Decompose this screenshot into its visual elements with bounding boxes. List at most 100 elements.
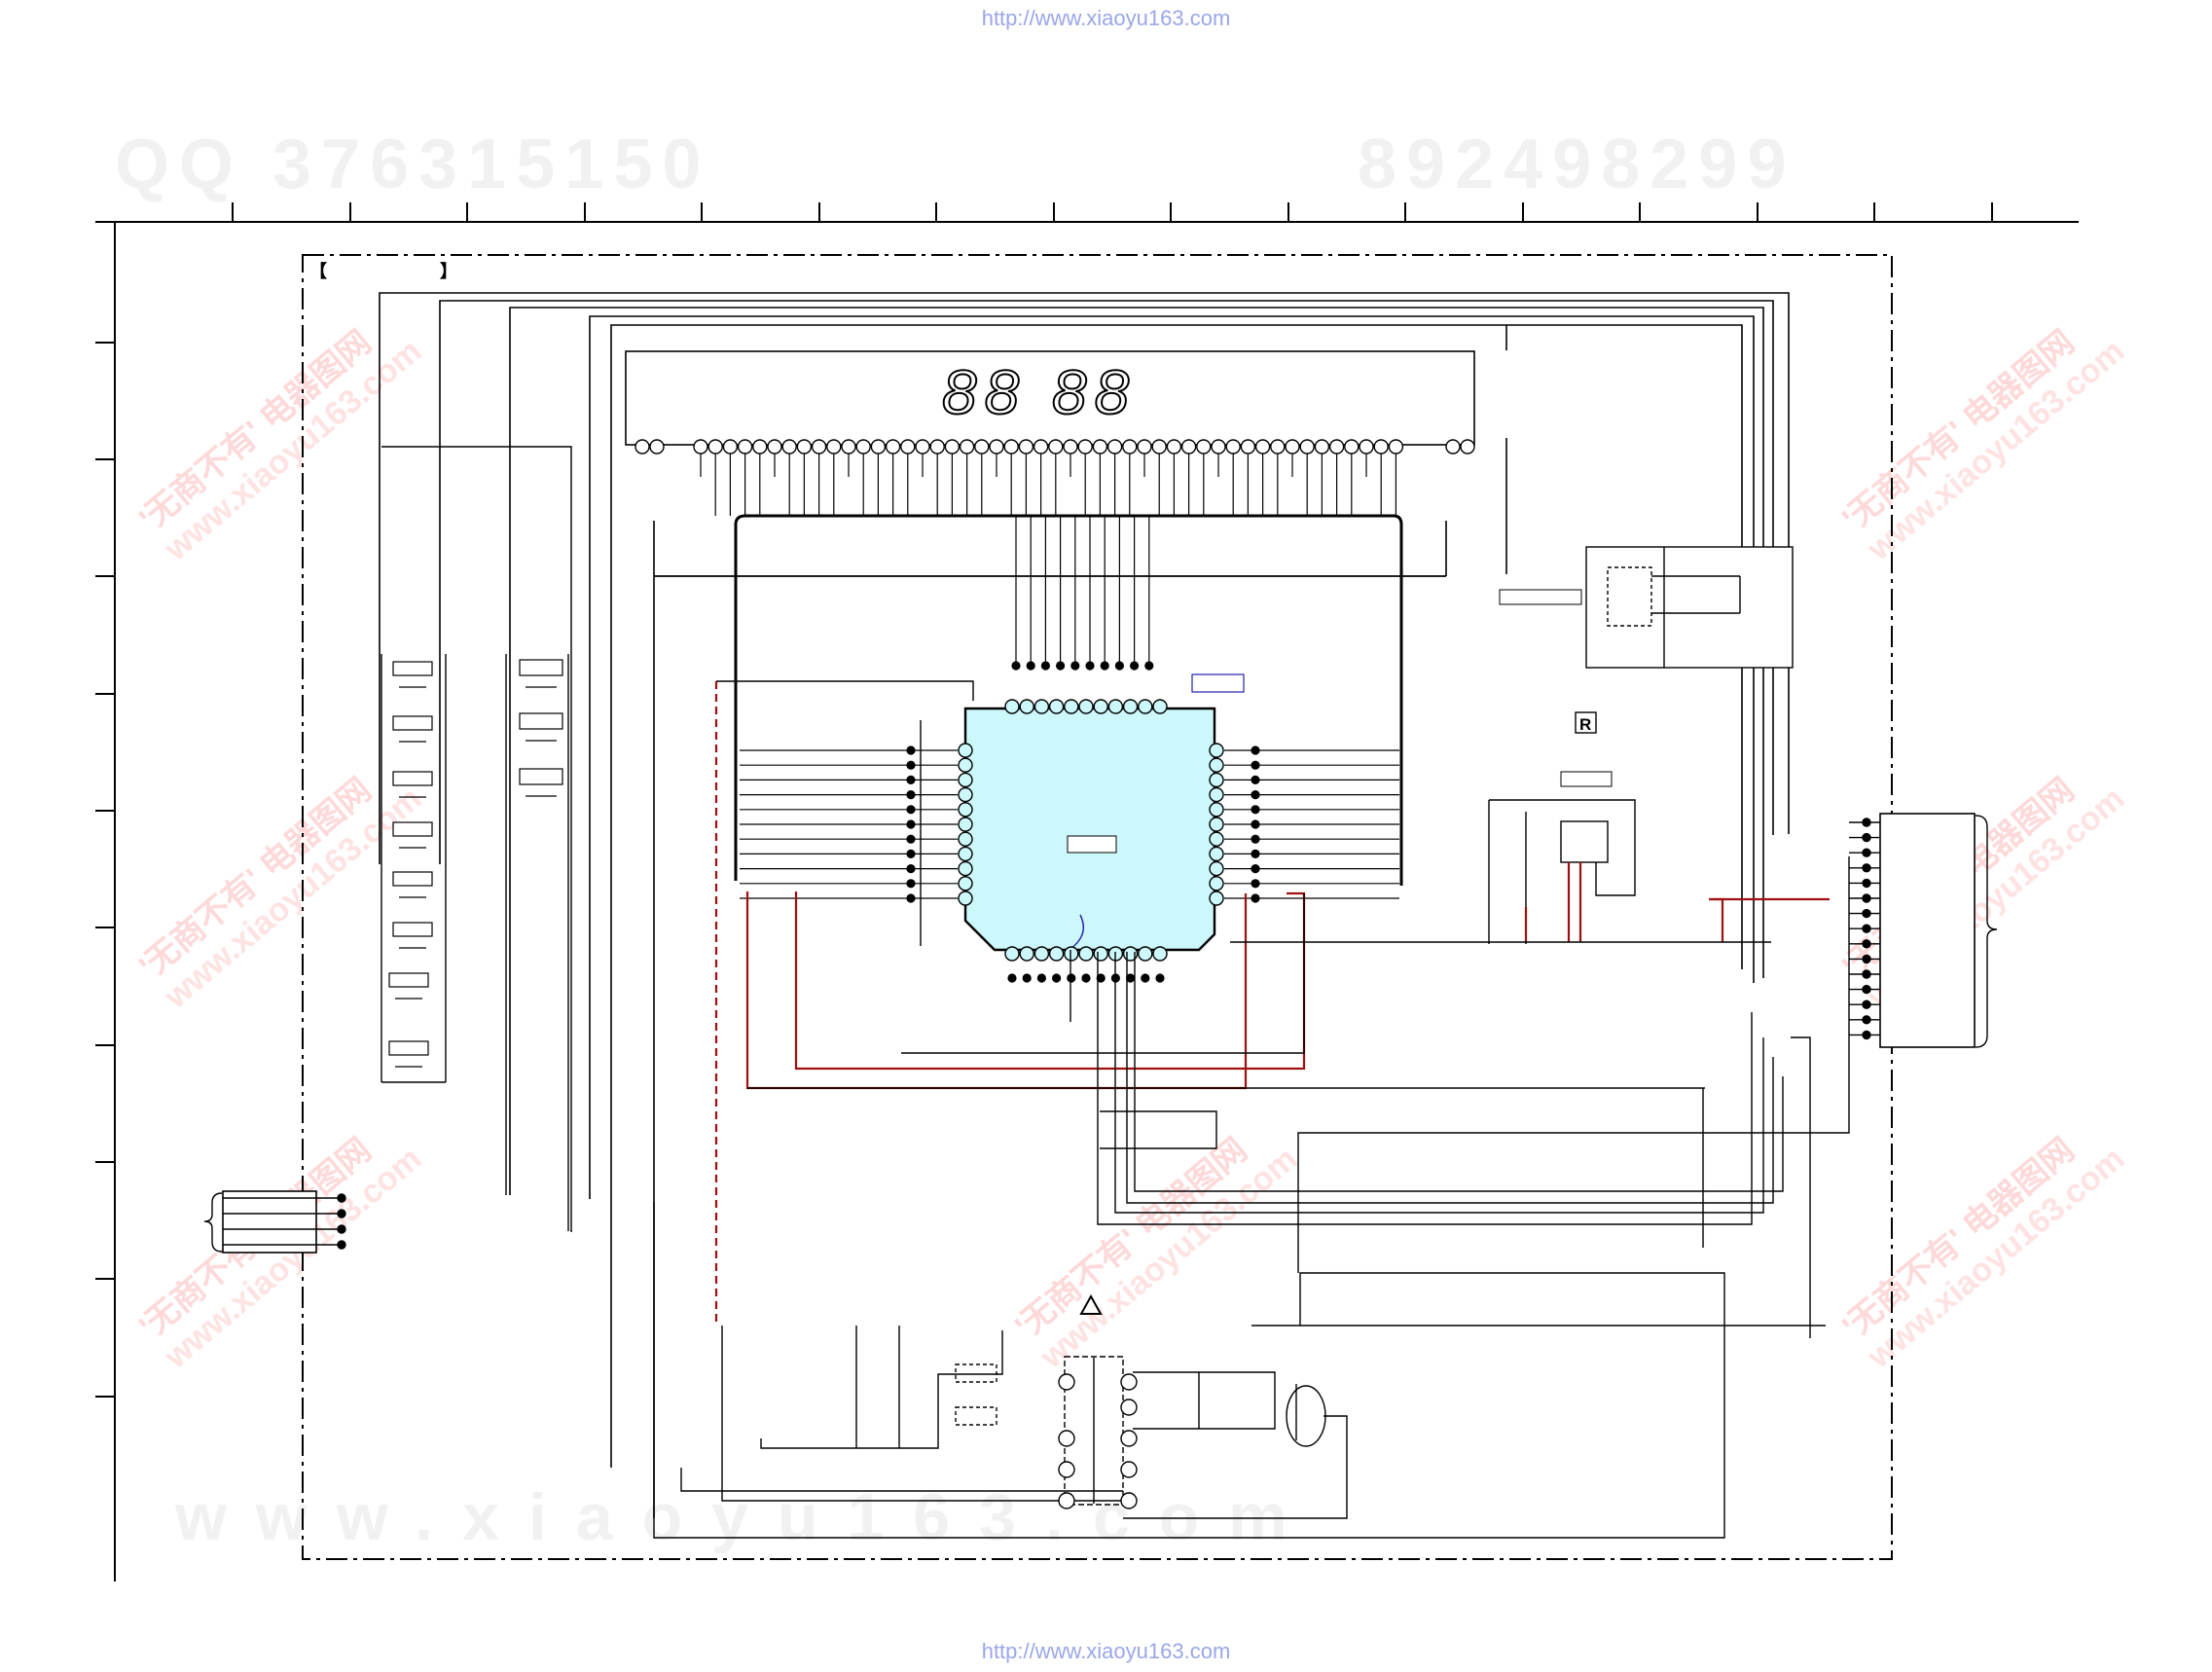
ic-pin: [1138, 699, 1153, 714]
ic-pin: [1004, 699, 1020, 714]
warning-triangle: [1079, 1293, 1103, 1315]
display-pin: [959, 439, 975, 454]
key-switches: [388, 659, 563, 1068]
ic-pins: [958, 699, 1224, 962]
key-switch: [519, 768, 563, 785]
remote-sensor-block: [1488, 771, 1636, 944]
transformer-pin: [1120, 1492, 1138, 1509]
display-pin: [1180, 439, 1197, 454]
misc-wiring: [654, 575, 1850, 1338]
display-pin: [737, 439, 753, 454]
display-pin: [826, 439, 842, 454]
ic-pin: [1019, 699, 1034, 714]
display-pin: [635, 439, 650, 454]
ic-pin: [958, 757, 973, 773]
display-pin: [1344, 439, 1360, 454]
junction-dot: [1862, 1030, 1871, 1040]
encoder-label-box: [1499, 589, 1582, 605]
junction-dot: [1055, 661, 1066, 671]
key-switch: [392, 661, 433, 676]
ic-pin: [1209, 817, 1224, 832]
display-pin: [1018, 439, 1034, 454]
ic-pin: [1209, 772, 1224, 788]
key-matrix: [381, 446, 572, 1232]
source-url-top[interactable]: http://www.xiaoyu163.com: [981, 6, 1231, 30]
display-pin: [752, 439, 768, 454]
ic-pin: [1152, 699, 1168, 714]
ic-label-box: [1067, 835, 1117, 854]
display-pin: [929, 439, 945, 454]
key-switch: [388, 1040, 429, 1056]
frame-ruler: [95, 221, 2079, 1581]
junction-dot: [1862, 878, 1871, 889]
ic-pin: [1209, 831, 1224, 847]
ic-pin: [1019, 946, 1034, 962]
ic-pin: [1033, 699, 1050, 714]
ic-pin: [1093, 946, 1108, 962]
ic-ref-box: [1191, 673, 1245, 693]
red-traces: [714, 681, 1830, 1324]
display-pin: [1299, 439, 1315, 454]
junction-dot: [1011, 661, 1021, 671]
ic-pin: [1064, 946, 1079, 962]
junction-dot: [1862, 832, 1871, 843]
display-pin: [1373, 439, 1389, 454]
display-pin: [781, 439, 797, 454]
ic-pin: [1004, 946, 1020, 962]
source-url-bottom[interactable]: http://www.xiaoyu163.com: [981, 1639, 1231, 1663]
junction-dot: [1081, 973, 1091, 983]
display-pin: [693, 439, 708, 454]
display-pin-row: [635, 439, 1475, 454]
display-pin: [1445, 439, 1461, 454]
junction-dot: [1141, 973, 1150, 983]
ic-pin: [1033, 946, 1050, 962]
display-pin: [841, 439, 856, 454]
bracket-left: 【: [309, 262, 327, 281]
ic-leads: [740, 745, 1399, 983]
junction-dot: [337, 1240, 346, 1250]
transformer-pin: [1120, 1399, 1138, 1416]
display-pin: [811, 439, 827, 454]
ic-pin: [1209, 860, 1224, 877]
ic-pin: [1048, 946, 1065, 962]
display-pin: [1003, 439, 1019, 454]
ic-pin: [958, 786, 973, 803]
junction-dot: [1862, 1015, 1871, 1025]
ic-pin: [1209, 802, 1224, 818]
ic-pin: [1078, 946, 1094, 962]
watermark-qq: QQ 376315150: [115, 126, 711, 203]
display-pin: [1254, 439, 1271, 454]
recycle-mark: R: [1575, 711, 1597, 734]
junction-dot: [1051, 973, 1062, 983]
display-pin: [1211, 439, 1226, 454]
power-supply: [653, 1202, 1826, 1539]
ic-pin: [1209, 786, 1224, 803]
key-switch: [388, 972, 429, 988]
display-pin: [722, 439, 739, 454]
key-switch: [519, 712, 563, 730]
display-pin: [707, 439, 723, 454]
display-pin: [989, 439, 1004, 454]
display-pin: [1166, 439, 1182, 454]
junction-dot: [1862, 863, 1871, 873]
junction-dot: [1100, 661, 1109, 671]
junction-dot: [1026, 661, 1035, 671]
display-pin: [1063, 439, 1078, 454]
display-pin: [870, 439, 887, 454]
display-pin: [1092, 439, 1108, 454]
display-pin: [855, 439, 871, 454]
key-switch: [392, 922, 433, 937]
ic-pin: [958, 817, 973, 832]
ic-pin: [1122, 699, 1139, 714]
ic-pin: [1107, 699, 1124, 714]
junction-dot: [1085, 661, 1095, 671]
junction-dot: [337, 1193, 346, 1203]
ic-pin: [1138, 946, 1153, 962]
grid-bus: [734, 514, 1403, 886]
ic-pin: [958, 802, 973, 818]
ic-pin: [958, 743, 973, 758]
watermark-tel: 892498299: [1358, 126, 1796, 203]
transformer-pin: [1058, 1492, 1075, 1509]
display-pin: [1106, 439, 1123, 454]
junction-dot: [1007, 973, 1017, 983]
